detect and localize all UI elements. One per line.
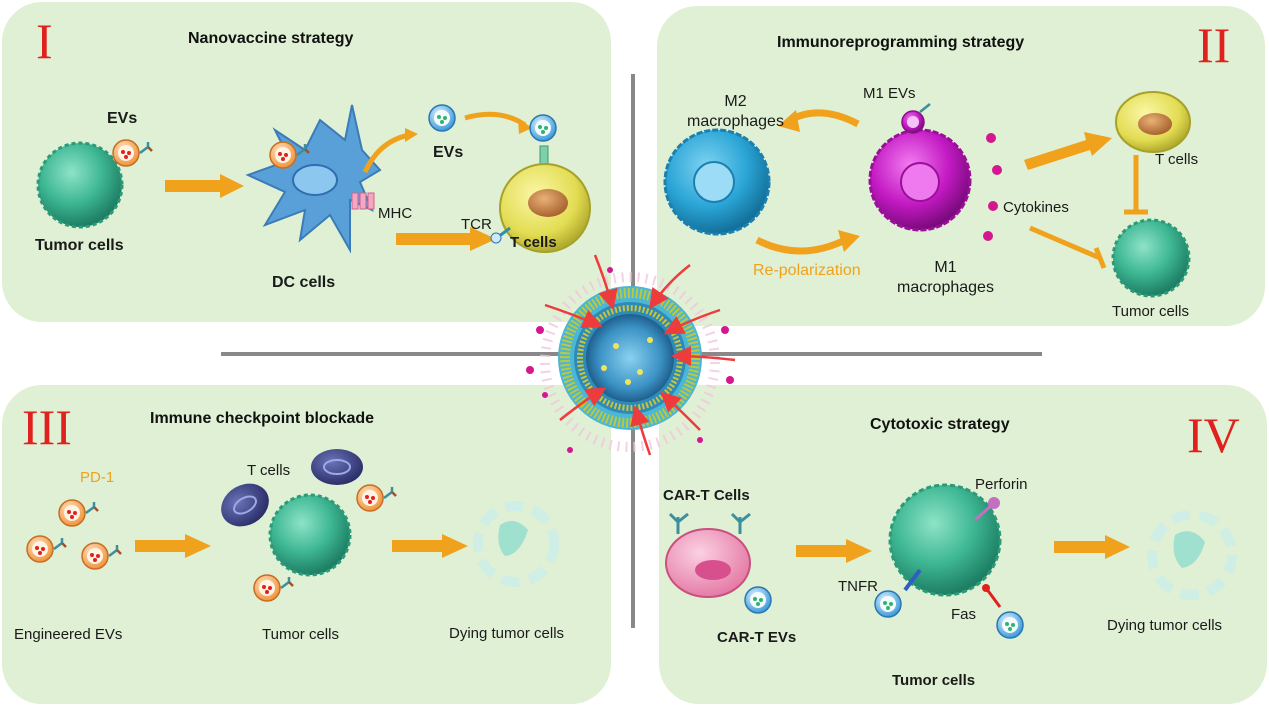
label-engineered-evs: Engineered EVs (14, 626, 123, 643)
label-perforin: Perforin (975, 476, 1028, 493)
ev-tnfr (874, 590, 902, 618)
label-evs-p1-mid: EVs (433, 144, 464, 161)
label-dying-tumor-cells-p3: Dying tumor cells (449, 625, 565, 642)
tnfr-marker (903, 568, 922, 592)
arrow-p3-evs-to-tumor (135, 534, 211, 558)
dying-tumor-cell-p3 (473, 501, 559, 587)
arrow-repolarization (755, 236, 847, 255)
t-cell-p1 (499, 163, 591, 253)
t-cell-p3-left (221, 483, 269, 527)
label-dying-tumor-cells-p4: Dying tumor cells (1107, 617, 1223, 634)
m2-macrophage (663, 128, 771, 236)
panel-2-numeral: II (1197, 17, 1231, 73)
arrow-p1-dc-to-tcell (396, 227, 496, 251)
tumor-cell-p4 (888, 483, 1002, 597)
tumor-cell-p2 (1111, 218, 1191, 298)
label-m1-macrophages: M1 macrophages (897, 259, 994, 296)
label-fas: Fas (951, 606, 977, 623)
arrow-p3-tumor-to-dying (392, 534, 468, 558)
panel-4-title: Cytotoxic strategy (870, 416, 1010, 433)
center-red-arrows (544, 254, 736, 456)
label-t-cells-p2: T cells (1155, 151, 1199, 168)
label-tumor-cells-p4: Tumor cells (892, 672, 976, 689)
tcr-link-top (539, 145, 549, 165)
ev-p1-mid (428, 104, 456, 132)
label-evs-p1: EVs (107, 110, 138, 127)
label-tnfr: TNFR (838, 578, 878, 595)
label-car-t-evs: CAR-T EVs (717, 629, 797, 646)
panel-4-numeral: IV (1187, 407, 1240, 463)
label-tcr: TCR (461, 216, 492, 233)
label-m2-macrophages: M2 macrophages (687, 93, 784, 130)
arrow-p4-cart-to-tumor (796, 539, 872, 563)
ev-p1-on-tcell (529, 114, 557, 142)
dying-tumor-cell-p4 (1147, 510, 1237, 600)
ev-car-t (744, 586, 772, 614)
arrow-cytokines-to-tcell (1024, 132, 1112, 170)
label-m1-evs: M1 EVs (863, 85, 916, 102)
label-tumor-cells-p2: Tumor cells (1112, 303, 1189, 320)
tumor-cell-p1 (36, 141, 124, 229)
label-t-cells-p1: T cells (510, 234, 557, 251)
ev-fas (996, 611, 1024, 639)
label-car-t-cells: CAR-T Cells (663, 487, 750, 504)
label-pd-1: PD-1 (80, 469, 115, 486)
label-repolarization: Re-polarization (753, 262, 861, 279)
mhc-receptors (351, 192, 375, 210)
t-cell-p2 (1115, 91, 1191, 153)
m1-ev (901, 103, 931, 134)
t-cell-p3-right (311, 449, 363, 485)
inhibit-cytokines-tumor (1029, 225, 1101, 261)
arrow-p4-tumor-to-dying (1054, 535, 1130, 559)
tcr-receptor-bottom (490, 226, 511, 244)
panel-1-title: Nanovaccine strategy (188, 30, 354, 47)
center-dots (526, 267, 734, 453)
panel-1-numeral: I (36, 13, 53, 69)
fas-marker (982, 584, 1002, 608)
label-cytokines: Cytokines (1003, 199, 1069, 216)
perforin-marker (974, 497, 1000, 522)
m1-macrophage (868, 128, 972, 232)
arrow-p1-tumor-to-dc (165, 174, 244, 198)
panel-2-title: Immunoreprogramming strategy (777, 34, 1025, 51)
cytokine-dots (983, 133, 1002, 241)
car-t-cell (665, 512, 751, 598)
label-mhc: MHC (378, 205, 413, 222)
panel-3-numeral: III (22, 399, 72, 455)
label-dc-cells: DC cells (272, 274, 336, 291)
tumor-cell-p3 (268, 493, 352, 577)
label-tumor-cells-p3: Tumor cells (262, 626, 339, 643)
panel-3-title: Immune checkpoint blockade (150, 410, 375, 427)
label-tumor-cells-p1: Tumor cells (35, 237, 124, 254)
label-t-cells-p3: T cells (247, 462, 291, 479)
